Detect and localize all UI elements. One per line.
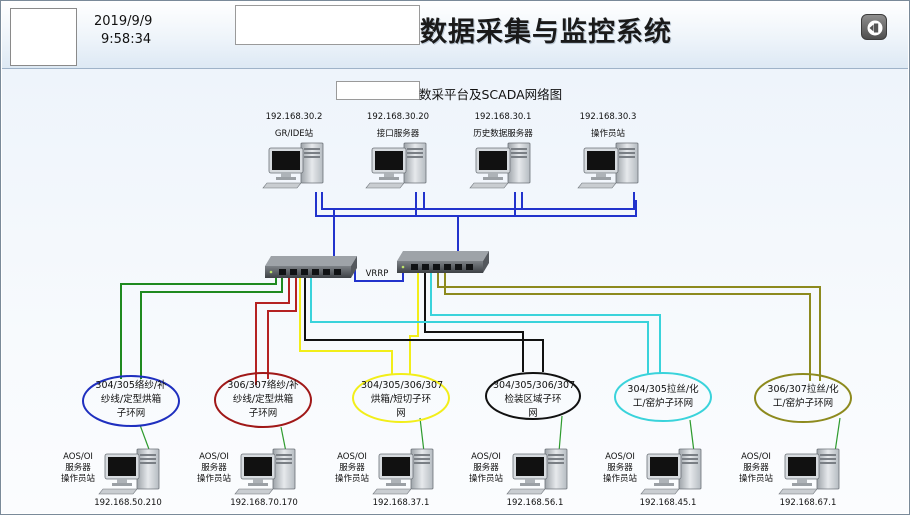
- server-ip-operator: 192.168.30.3: [579, 112, 637, 122]
- header-date: 2019/9/9: [94, 14, 153, 29]
- server-interface: [365, 142, 427, 189]
- server-ip-gr-ide: 192.168.30.2: [265, 112, 323, 122]
- ring-1: [82, 375, 180, 427]
- ring-ellipses: [82, 372, 852, 428]
- ring-2: [214, 372, 312, 428]
- backbone-links: [315, 192, 637, 282]
- ring-links: [120, 272, 821, 385]
- company-logo: [10, 8, 77, 66]
- server-name-operator: 操作员站: [590, 129, 625, 139]
- switch-left: [265, 256, 357, 278]
- ring-label-5: 304/305拉丝/化工/窑炉子环网: [627, 384, 699, 409]
- server-history: [469, 142, 531, 189]
- ring-to-workstation-links: [139, 415, 841, 453]
- vrrp-label: VRRP: [365, 269, 389, 279]
- ring-3: [352, 373, 450, 423]
- ring-4: [485, 372, 581, 420]
- diagram-title: 数采平台及SCADA网络图: [419, 87, 563, 102]
- server-operator: [577, 142, 639, 189]
- server-ip-interface: 192.168.30.20: [366, 112, 430, 122]
- server-gr-ide: [262, 142, 324, 189]
- workstation-4: [506, 448, 568, 495]
- workstation-6: [778, 448, 840, 495]
- workstation-ip-1: 192.168.50.210: [94, 498, 162, 508]
- exit-button[interactable]: [861, 14, 887, 40]
- server-name-history: 历史数据服务器: [473, 129, 533, 139]
- redacted-company-name: [235, 5, 420, 45]
- ring-label-2: 306/307络纱/补纱线/定型烘箱子环网: [227, 380, 299, 419]
- server-ip-history: 192.168.30.1: [474, 112, 532, 122]
- workstation-2: [234, 448, 296, 495]
- workstation-ip-3: 192.168.37.1: [372, 498, 430, 508]
- server-name-gr-ide: GR/IDE站: [274, 129, 314, 139]
- ring-label-6: 306/307拉丝/化工/窑炉子环网: [767, 384, 839, 409]
- ring-5: [614, 372, 712, 422]
- workstation-ip-2: 192.168.70.170: [230, 498, 298, 508]
- app-header: 2019/9/9 9:58:34 数据采集与监控系统: [2, 2, 908, 69]
- system-title: 数据采集与监控系统: [420, 17, 672, 48]
- workstation-5: [640, 448, 702, 495]
- workstation-ip-6: 192.168.67.1: [779, 498, 837, 508]
- server-name-interface: 接口服务器: [376, 129, 420, 139]
- switch-right: [397, 251, 489, 273]
- header-time: 9:58:34: [101, 32, 152, 47]
- exit-icon: [867, 20, 883, 36]
- workstation-ip-5: 192.168.45.1: [639, 498, 697, 508]
- workstation-3: [372, 448, 434, 495]
- ring-6: [754, 373, 852, 423]
- ring-label-1: 304/305络纱/补纱线/定型烘箱子环网: [95, 380, 167, 419]
- workstation-1: [98, 448, 160, 495]
- workstation-ip-4: 192.168.56.1: [506, 498, 564, 508]
- redacted-platform-name: [336, 81, 420, 100]
